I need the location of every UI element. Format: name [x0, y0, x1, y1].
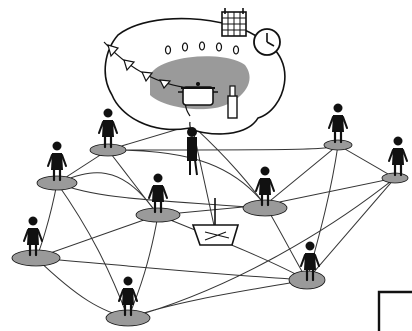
person-figure	[46, 140, 68, 182]
person-figure	[97, 107, 119, 149]
people	[22, 102, 409, 317]
frame-corner	[377, 290, 412, 331]
thought-bubble	[104, 17, 286, 135]
candles	[164, 41, 240, 55]
clock-icon	[253, 28, 281, 56]
calendar-icon	[221, 8, 247, 37]
person-figure	[117, 275, 139, 317]
climbing-person	[187, 127, 198, 176]
person-figure	[387, 135, 409, 177]
bottle	[227, 85, 238, 119]
cooking-pot	[178, 82, 218, 106]
bunting-garland	[103, 41, 191, 90]
boat	[191, 198, 240, 246]
person-figure	[327, 102, 349, 144]
